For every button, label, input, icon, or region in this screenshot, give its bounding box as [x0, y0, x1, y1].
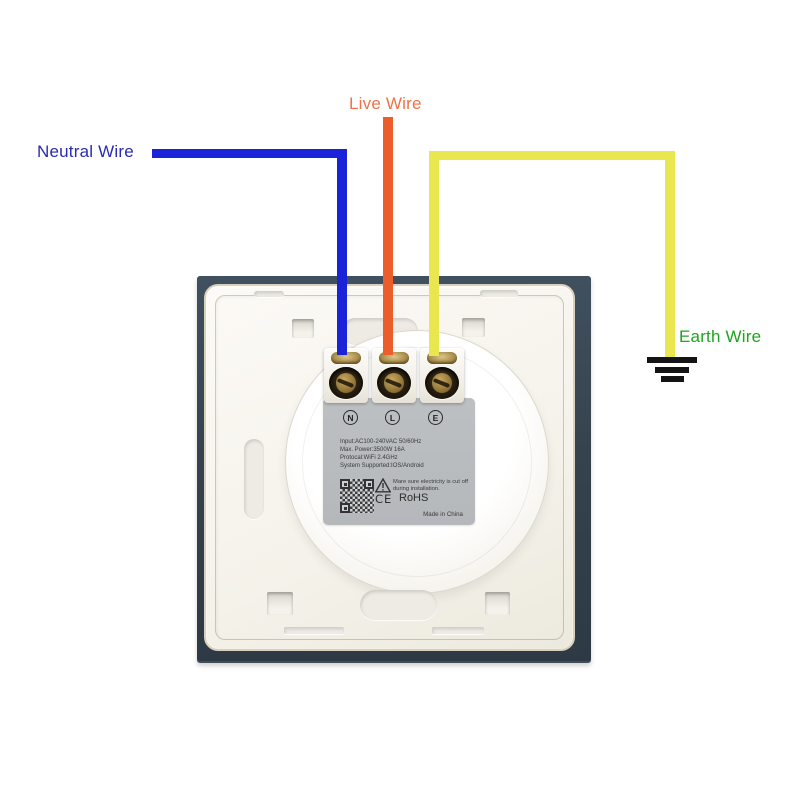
top-right-slot: [480, 290, 518, 297]
warning-triangle-icon: [375, 478, 391, 493]
made-in-china-text: Made in China: [423, 511, 463, 518]
bottom-right-square-hole: [485, 592, 510, 615]
terminal-letter-e-text: E: [432, 412, 439, 423]
spec-line-input: Input:AC100-240VAC 50/60Hz: [340, 439, 422, 445]
terminal-block-l: [372, 348, 416, 403]
spec-line-protocol: Protocal:WiFi 2.4GHz: [340, 455, 398, 461]
live-wire-label: Live Wire: [349, 94, 422, 113]
earth-wire-label: Earth Wire: [679, 327, 762, 346]
top-left-square-hole: [292, 319, 314, 338]
terminal-letter-n-text: N: [347, 412, 354, 423]
rohs-text: RoHS: [399, 492, 429, 504]
bottom-right-slot: [432, 627, 484, 634]
terminal-letter-e: E: [428, 410, 443, 425]
terminal-e-hole: [425, 367, 459, 399]
ground-bar-middle: [655, 367, 689, 373]
ce-mark: CE: [375, 492, 393, 506]
bottom-left-slot: [284, 627, 344, 634]
earth-wire-horizontal: [429, 151, 675, 160]
ground-bar-top: [647, 357, 697, 363]
terminal-block-n: [324, 348, 368, 403]
spec-line-system: System Supported:IOS/Android: [340, 463, 424, 469]
terminal-letter-l-text: L: [389, 412, 396, 423]
left-side-recess: [244, 439, 264, 519]
terminal-n-clamp-screw: [331, 352, 361, 364]
neutral-wire-horizontal: [152, 149, 347, 158]
top-left-slot: [254, 291, 284, 297]
live-wire-vertical: [383, 117, 393, 355]
ground-bar-bottom: [661, 376, 684, 382]
qr-finder-tr: [364, 479, 374, 489]
terminal-n-screw-icon: [336, 373, 356, 393]
terminal-n-hole: [329, 367, 363, 399]
spec-text-block: Input:AC100-240VAC 50/60Hz Max. Power:35…: [340, 438, 424, 470]
qr-finder-tl: [340, 479, 350, 489]
bottom-left-square-hole: [267, 592, 293, 615]
bottom-center-recess: [360, 590, 437, 620]
switch-frame: N L E Input:AC100-240VAC 50/60Hz Max. Po…: [197, 276, 591, 663]
top-right-square-hole: [462, 318, 485, 337]
qr-finder-bl: [340, 503, 350, 513]
spec-line-power: Max. Power:3500W 16A: [340, 447, 405, 453]
warning-text: Mare sure electricity is cut off during …: [393, 479, 468, 492]
terminal-e-screw-icon: [432, 373, 452, 393]
terminal-l-hole: [377, 367, 411, 399]
terminal-block-e: [420, 348, 464, 403]
neutral-wire-vertical: [337, 149, 347, 355]
earth-wire-vertical-right: [665, 151, 675, 359]
switch-round-module-inner: [302, 347, 532, 577]
terminal-letter-n: N: [343, 410, 358, 425]
earth-wire-vertical-left: [429, 151, 439, 356]
product-spec-label: N L E Input:AC100-240VAC 50/60Hz Max. Po…: [323, 398, 475, 525]
terminal-letter-l: L: [385, 410, 400, 425]
terminal-l-screw-icon: [384, 373, 404, 393]
neutral-wire-label: Neutral Wire: [37, 142, 134, 161]
qr-code: [340, 479, 374, 513]
terminal-l-clamp-screw: [379, 352, 409, 364]
